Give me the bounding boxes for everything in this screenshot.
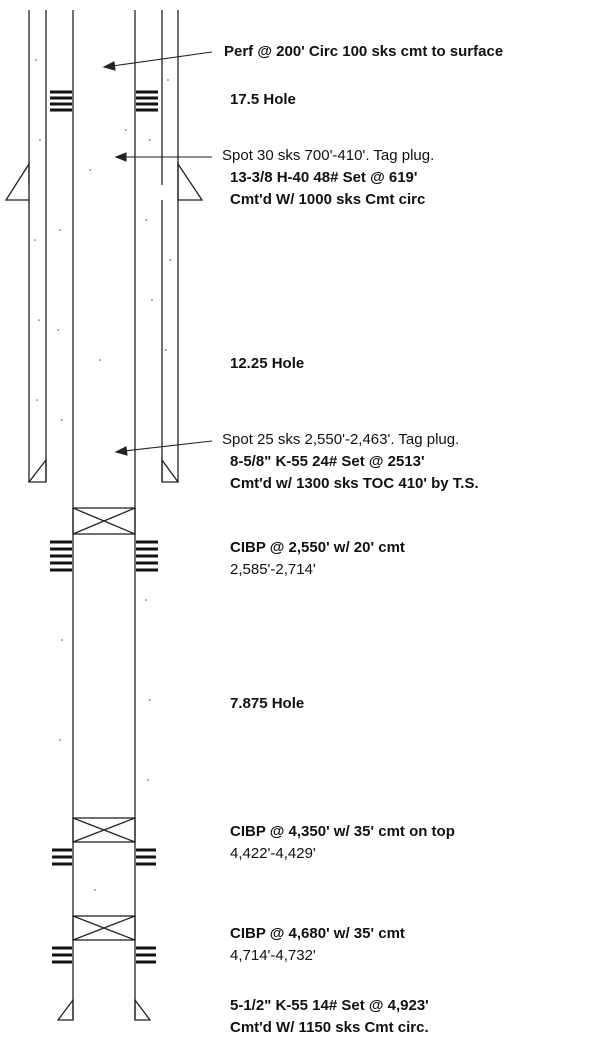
annotation-cibp-2: CIBP @ 4,350' w/ 35' cmt on top xyxy=(230,823,455,840)
cibp-plug-2 xyxy=(72,817,136,843)
surface-casing-shoe xyxy=(4,161,204,201)
annotation-hole-17-5: 17.5 Hole xyxy=(230,91,296,108)
arrow-perf-circ xyxy=(102,51,213,71)
perforations-4714 xyxy=(52,946,156,964)
arrow-spot-30 xyxy=(114,152,212,162)
annotation-production-cement: Cmt'd W/ 1150 sks Cmt circ. xyxy=(230,1019,429,1036)
perforations-4422 xyxy=(52,848,156,866)
cement-speckle xyxy=(34,59,171,891)
cibp-plug-1 xyxy=(72,507,136,535)
cibp-plug-3 xyxy=(72,915,136,941)
annotation-surface-casing: 13-3/8 H-40 48# Set @ 619' xyxy=(230,169,418,186)
annotation-spot-30: Spot 30 sks 700'-410'. Tag plug. xyxy=(222,147,435,164)
perforations-200ft xyxy=(50,90,158,112)
annotation-perfs-3: 4,714'-4,732' xyxy=(230,947,316,964)
arrow-spot-25 xyxy=(114,440,213,456)
perforations-2585 xyxy=(50,540,158,572)
intermediate-casing-shoe xyxy=(27,458,180,483)
annotation-cibp-3: CIBP @ 4,680' w/ 35' cmt xyxy=(230,925,405,942)
annotation-perf-circ: Perf @ 200' Circ 100 sks cmt to surface xyxy=(224,43,504,60)
intermediate-casing xyxy=(45,10,163,482)
annotation-perfs-1: 2,585'-2,714' xyxy=(230,561,316,578)
intermediate-hole-wall xyxy=(28,200,179,482)
annotation-hole-7-875: 7.875 Hole xyxy=(230,695,305,712)
production-casing-shoe xyxy=(56,998,152,1021)
annotation-intermediate-casing: 8-5/8" K-55 24# Set @ 2513' xyxy=(230,453,425,470)
annotation-surface-cement: Cmt'd W/ 1000 sks Cmt circ xyxy=(230,191,426,208)
annotation-production-casing: 5-1/2" K-55 14# Set @ 4,923' xyxy=(230,997,429,1014)
production-casing xyxy=(72,482,136,1020)
annotation-cibp-1: CIBP @ 2,550' w/ 20' cmt xyxy=(230,539,405,556)
annotation-intermediate-cement: Cmt'd w/ 1300 sks TOC 410' by T.S. xyxy=(230,475,479,492)
annotation-hole-12-25: 12.25 Hole xyxy=(230,355,305,372)
annotation-spot-25: Spot 25 sks 2,550'-2,463'. Tag plug. xyxy=(222,431,460,448)
annotation-perfs-2: 4,422'-4,429' xyxy=(230,845,316,862)
